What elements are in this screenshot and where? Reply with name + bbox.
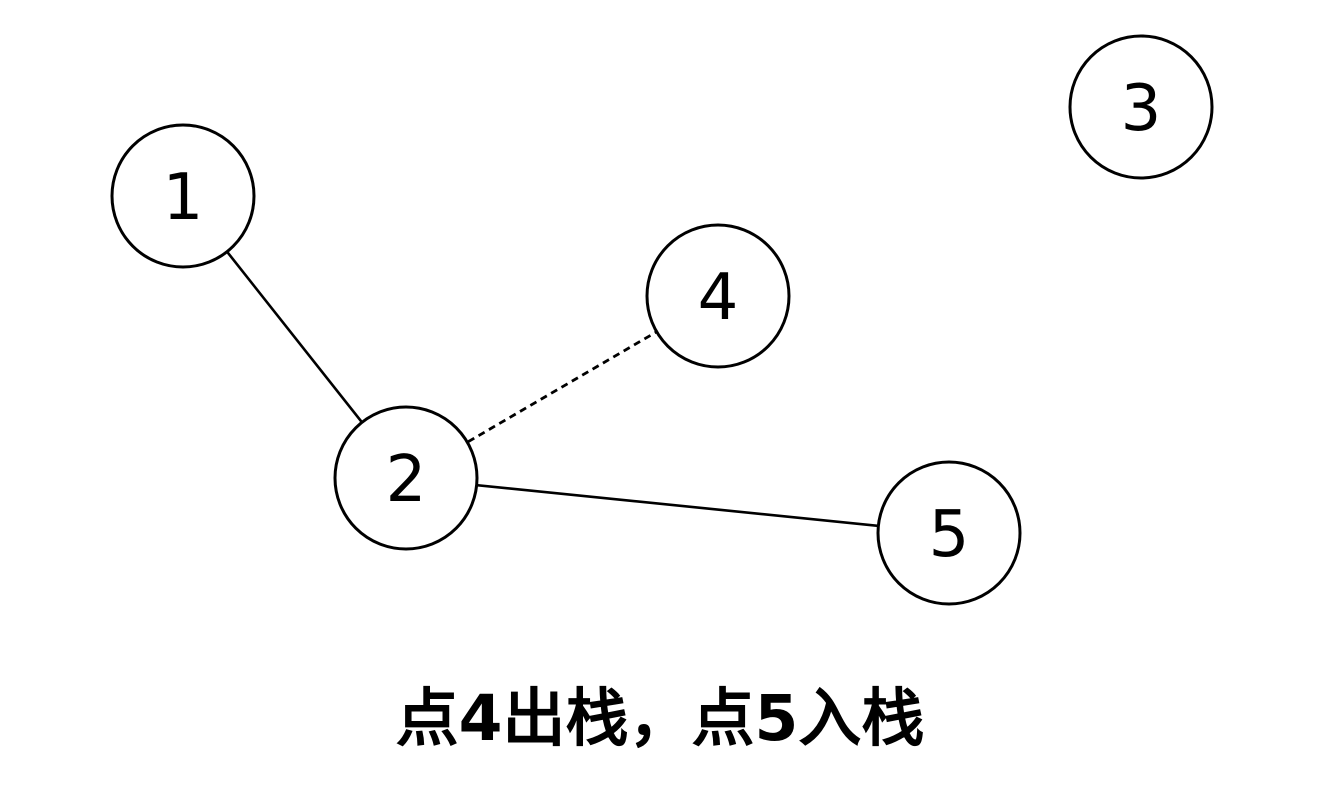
- node-4-label: 4: [698, 261, 739, 335]
- node-1-circle: [110, 123, 256, 269]
- node-3: 3: [1068, 34, 1214, 180]
- node-4: 4: [645, 223, 791, 369]
- node-5-circle: [876, 460, 1022, 606]
- edges-layer: [181, 195, 950, 535]
- node-5-label: 5: [929, 498, 970, 572]
- edge-2-5: [405, 476, 950, 535]
- node-2: 2: [333, 405, 479, 551]
- node-3-label: 3: [1121, 72, 1162, 146]
- node-5: 5: [876, 460, 1022, 606]
- node-2-label: 2: [386, 443, 427, 517]
- node-1: 1: [110, 123, 256, 269]
- node-1-label: 1: [163, 161, 204, 235]
- node-2-circle: [333, 405, 479, 551]
- nodes-layer: 1 2 3 4 5: [110, 34, 1214, 606]
- node-3-circle: [1068, 34, 1214, 180]
- node-4-circle: [645, 223, 791, 369]
- caption: 点4出栈，点5入栈: [396, 682, 925, 755]
